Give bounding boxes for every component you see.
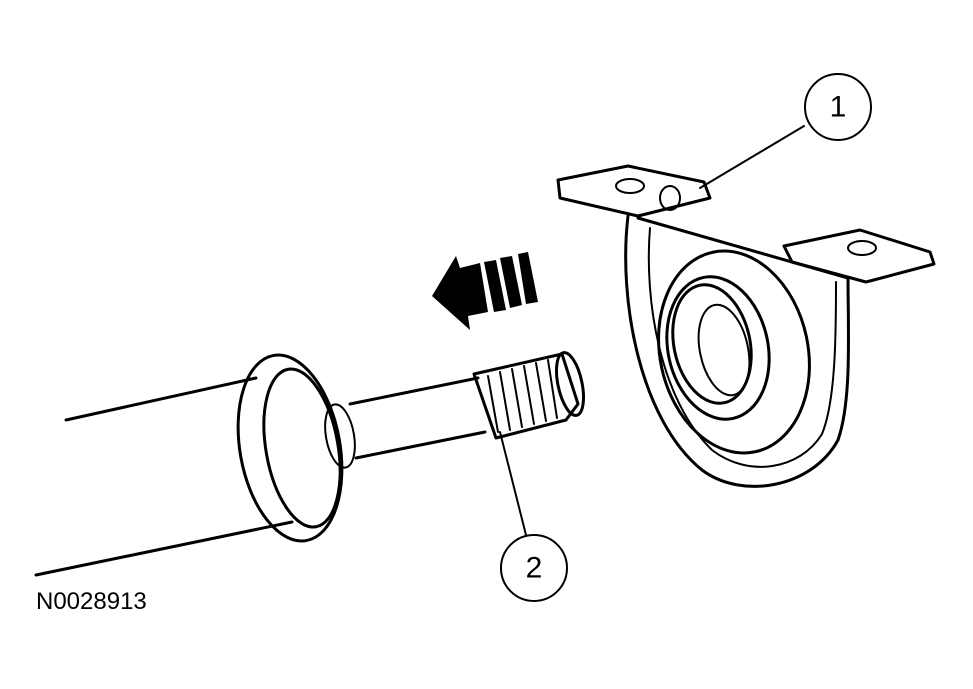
direction-arrow bbox=[432, 252, 538, 330]
callout-1-label: 1 bbox=[830, 91, 847, 124]
callout-2-label: 2 bbox=[526, 552, 543, 585]
driveshaft-tube bbox=[34, 376, 294, 577]
figure-id: N0028913 bbox=[36, 588, 147, 615]
callout-2: 2 bbox=[499, 431, 568, 602]
splined-end bbox=[472, 351, 585, 440]
yoke-flange bbox=[236, 353, 356, 543]
callout-1: 1 bbox=[699, 73, 872, 189]
center-bearing-bracket bbox=[556, 164, 936, 488]
stub-shaft bbox=[348, 376, 487, 460]
